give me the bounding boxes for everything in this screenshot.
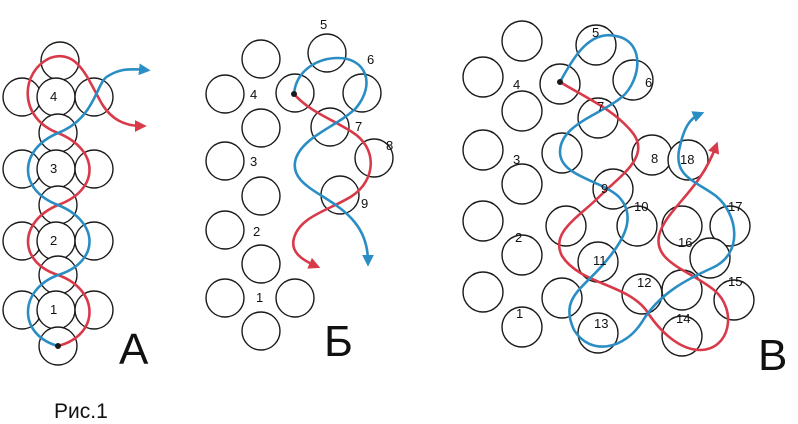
bead xyxy=(241,176,281,216)
bead-label: 3 xyxy=(50,161,57,176)
bead xyxy=(275,278,315,318)
bead-label: 14 xyxy=(676,311,690,326)
bead-label: 6 xyxy=(645,75,652,90)
bead-label: 9 xyxy=(601,181,608,196)
bead-label: 9 xyxy=(361,196,368,211)
bead xyxy=(462,56,504,98)
bead xyxy=(307,33,347,73)
panel-v-start-dot xyxy=(557,79,563,85)
panel-v: 1 2 3 4 5 6 7 8 9 10 11 12 13 14 15 16 1… xyxy=(462,20,787,380)
bead xyxy=(205,278,245,318)
bead-label: 15 xyxy=(728,274,742,289)
bead-label: 18 xyxy=(680,152,694,167)
bead-label: 7 xyxy=(355,119,362,134)
bead-label: 6 xyxy=(367,52,374,67)
panel-v-red-thread xyxy=(557,80,730,352)
bead-label: 10 xyxy=(634,199,648,214)
bead xyxy=(541,132,583,174)
bead-label: 17 xyxy=(728,199,742,214)
panel-a: 1 2 3 4 А xyxy=(2,41,151,374)
panel-v-beads xyxy=(462,20,755,357)
bead-label: 8 xyxy=(386,138,393,153)
panel-v-blue-thread xyxy=(558,33,736,348)
bead-label: 2 xyxy=(50,233,57,248)
bead-label: 13 xyxy=(594,316,608,331)
bead-label: 1 xyxy=(516,306,523,321)
bead xyxy=(342,73,382,113)
bead xyxy=(74,149,114,189)
bead-label: 1 xyxy=(256,290,263,305)
panel-b-start-dot xyxy=(291,91,297,97)
bead xyxy=(354,138,394,178)
bead-label: 7 xyxy=(597,99,604,114)
figure-caption: Рис.1 xyxy=(54,400,108,423)
bead xyxy=(709,205,751,247)
bead xyxy=(205,210,245,250)
bead xyxy=(592,168,634,210)
bead-label: 1 xyxy=(50,302,57,317)
panel-b-blue-thread xyxy=(292,56,374,267)
panel-a-beads xyxy=(2,41,114,366)
panel-a-start-dot xyxy=(55,343,61,349)
bead-label: 4 xyxy=(50,89,57,104)
panel-b: 1 2 3 4 5 6 7 8 9 Б xyxy=(205,17,394,366)
panel-a-letter: А xyxy=(119,325,149,374)
bead xyxy=(2,290,42,330)
bead xyxy=(2,149,42,189)
bead-label: 3 xyxy=(250,154,257,169)
bead xyxy=(501,306,543,348)
panel-b-letter: Б xyxy=(324,317,353,366)
bead-label: 5 xyxy=(592,25,599,40)
bead-label: 2 xyxy=(515,230,522,245)
panel-a-blue-thread xyxy=(26,63,151,348)
bead xyxy=(241,244,281,284)
bead xyxy=(462,129,504,171)
bead xyxy=(74,221,114,261)
bead-label: 16 xyxy=(678,235,692,250)
bead-label: 4 xyxy=(250,87,257,102)
bead xyxy=(205,141,245,181)
bead xyxy=(501,90,543,132)
bead xyxy=(661,315,703,357)
bead xyxy=(713,279,755,321)
bead xyxy=(2,77,42,117)
bead xyxy=(501,234,543,276)
bead-label: 3 xyxy=(513,152,520,167)
bead-label: 2 xyxy=(253,224,260,239)
panel-v-letter: В xyxy=(758,331,787,380)
panel-b-beads xyxy=(205,33,394,351)
bead xyxy=(205,74,245,114)
bead xyxy=(241,108,281,148)
bead-label: 11 xyxy=(593,253,607,268)
bead xyxy=(541,277,583,319)
bead-label: 12 xyxy=(637,275,651,290)
bead xyxy=(462,271,504,313)
bead-label: 5 xyxy=(320,17,327,32)
bead xyxy=(74,290,114,330)
bead xyxy=(689,237,731,279)
bead xyxy=(241,311,281,351)
panel-b-red-thread xyxy=(291,92,373,269)
bead xyxy=(241,39,281,79)
bead xyxy=(501,163,543,205)
bead-label: 8 xyxy=(651,151,658,166)
bead xyxy=(545,205,587,247)
bead-label: 4 xyxy=(513,77,520,92)
bead xyxy=(2,221,42,261)
bead xyxy=(501,20,543,62)
bead xyxy=(462,200,504,242)
